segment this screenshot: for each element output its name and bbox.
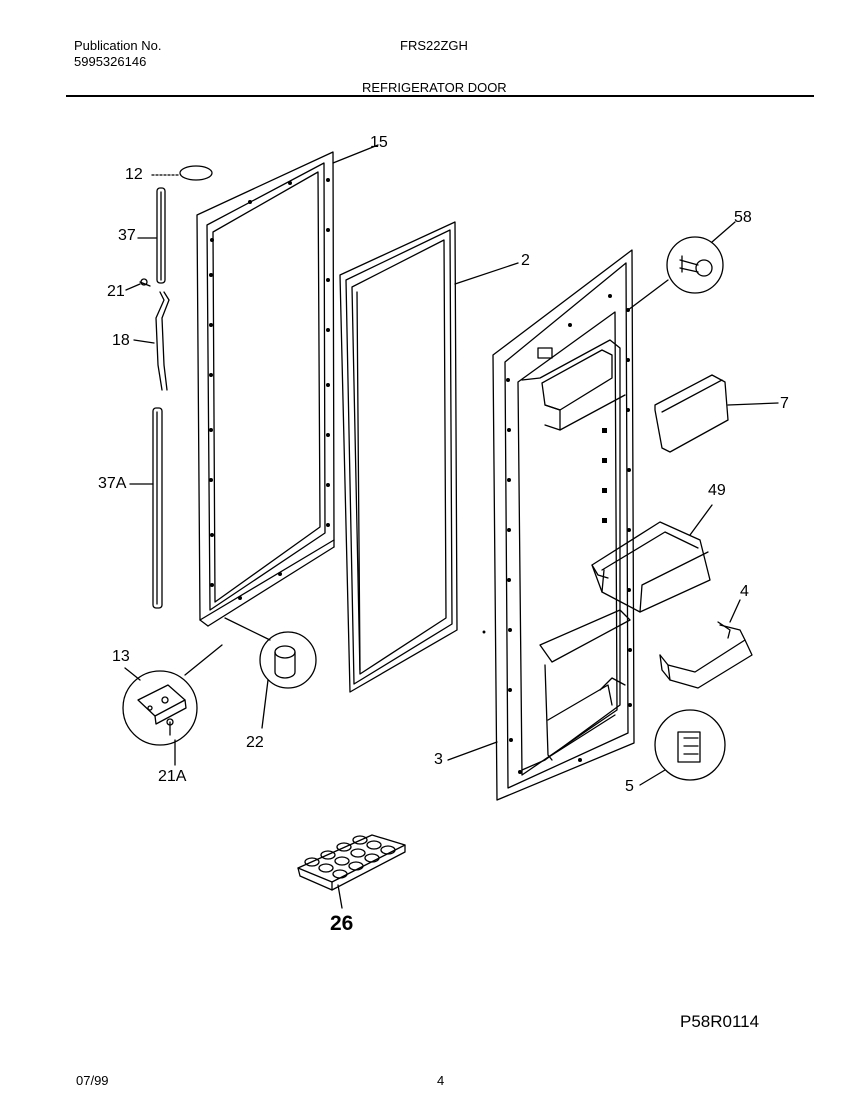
gasket-frame-part-15 <box>196 144 379 627</box>
callout-12: 12 <box>125 166 143 183</box>
callout-3: 3 <box>434 751 443 768</box>
callout-49: 49 <box>708 482 726 499</box>
section-title: REFRIGERATOR DOOR <box>362 80 507 95</box>
callout-26: 26 <box>330 912 354 935</box>
bin-bracket-part-4 <box>659 599 753 689</box>
callout-2: 2 <box>521 252 530 269</box>
egg-tray-part-26 <box>297 834 406 909</box>
footer-date: 07/99 <box>76 1073 109 1088</box>
diagram-code: P58R0114 <box>680 1012 760 1031</box>
page-number: 4 <box>437 1073 445 1088</box>
callout-15: 15 <box>370 134 388 151</box>
hinge-inset-part-13 <box>122 644 223 766</box>
trim-and-handle-parts <box>125 187 170 609</box>
callout-58: 58 <box>734 209 752 226</box>
model-number: FRS22ZGH <box>400 38 468 53</box>
clip-inset-part-5 <box>639 709 726 786</box>
callout-5: 5 <box>625 778 634 795</box>
door-liner-part-2 <box>339 221 519 693</box>
callout-37a: 37A <box>98 475 127 492</box>
callout-37: 37 <box>118 227 136 244</box>
publication-number: 5995326146 <box>74 54 147 69</box>
callout-4: 4 <box>740 583 749 600</box>
screw-inset-part-58 <box>666 221 736 294</box>
callout-18: 18 <box>112 332 130 349</box>
header-rule <box>66 95 814 97</box>
plug-part-12 <box>151 165 213 181</box>
inner-door-part-3 <box>447 249 669 801</box>
door-bin-part-49 <box>591 504 713 613</box>
callout-13: 13 <box>112 648 130 665</box>
callout-21: 21 <box>107 283 125 300</box>
publication-label: Publication No. <box>74 38 162 53</box>
callout-7: 7 <box>780 395 789 412</box>
dispenser-cover-part-7 <box>654 374 779 453</box>
callout-22: 22 <box>246 734 264 751</box>
callout-21a: 21A <box>158 768 187 785</box>
bushing-part-22 <box>224 617 317 729</box>
